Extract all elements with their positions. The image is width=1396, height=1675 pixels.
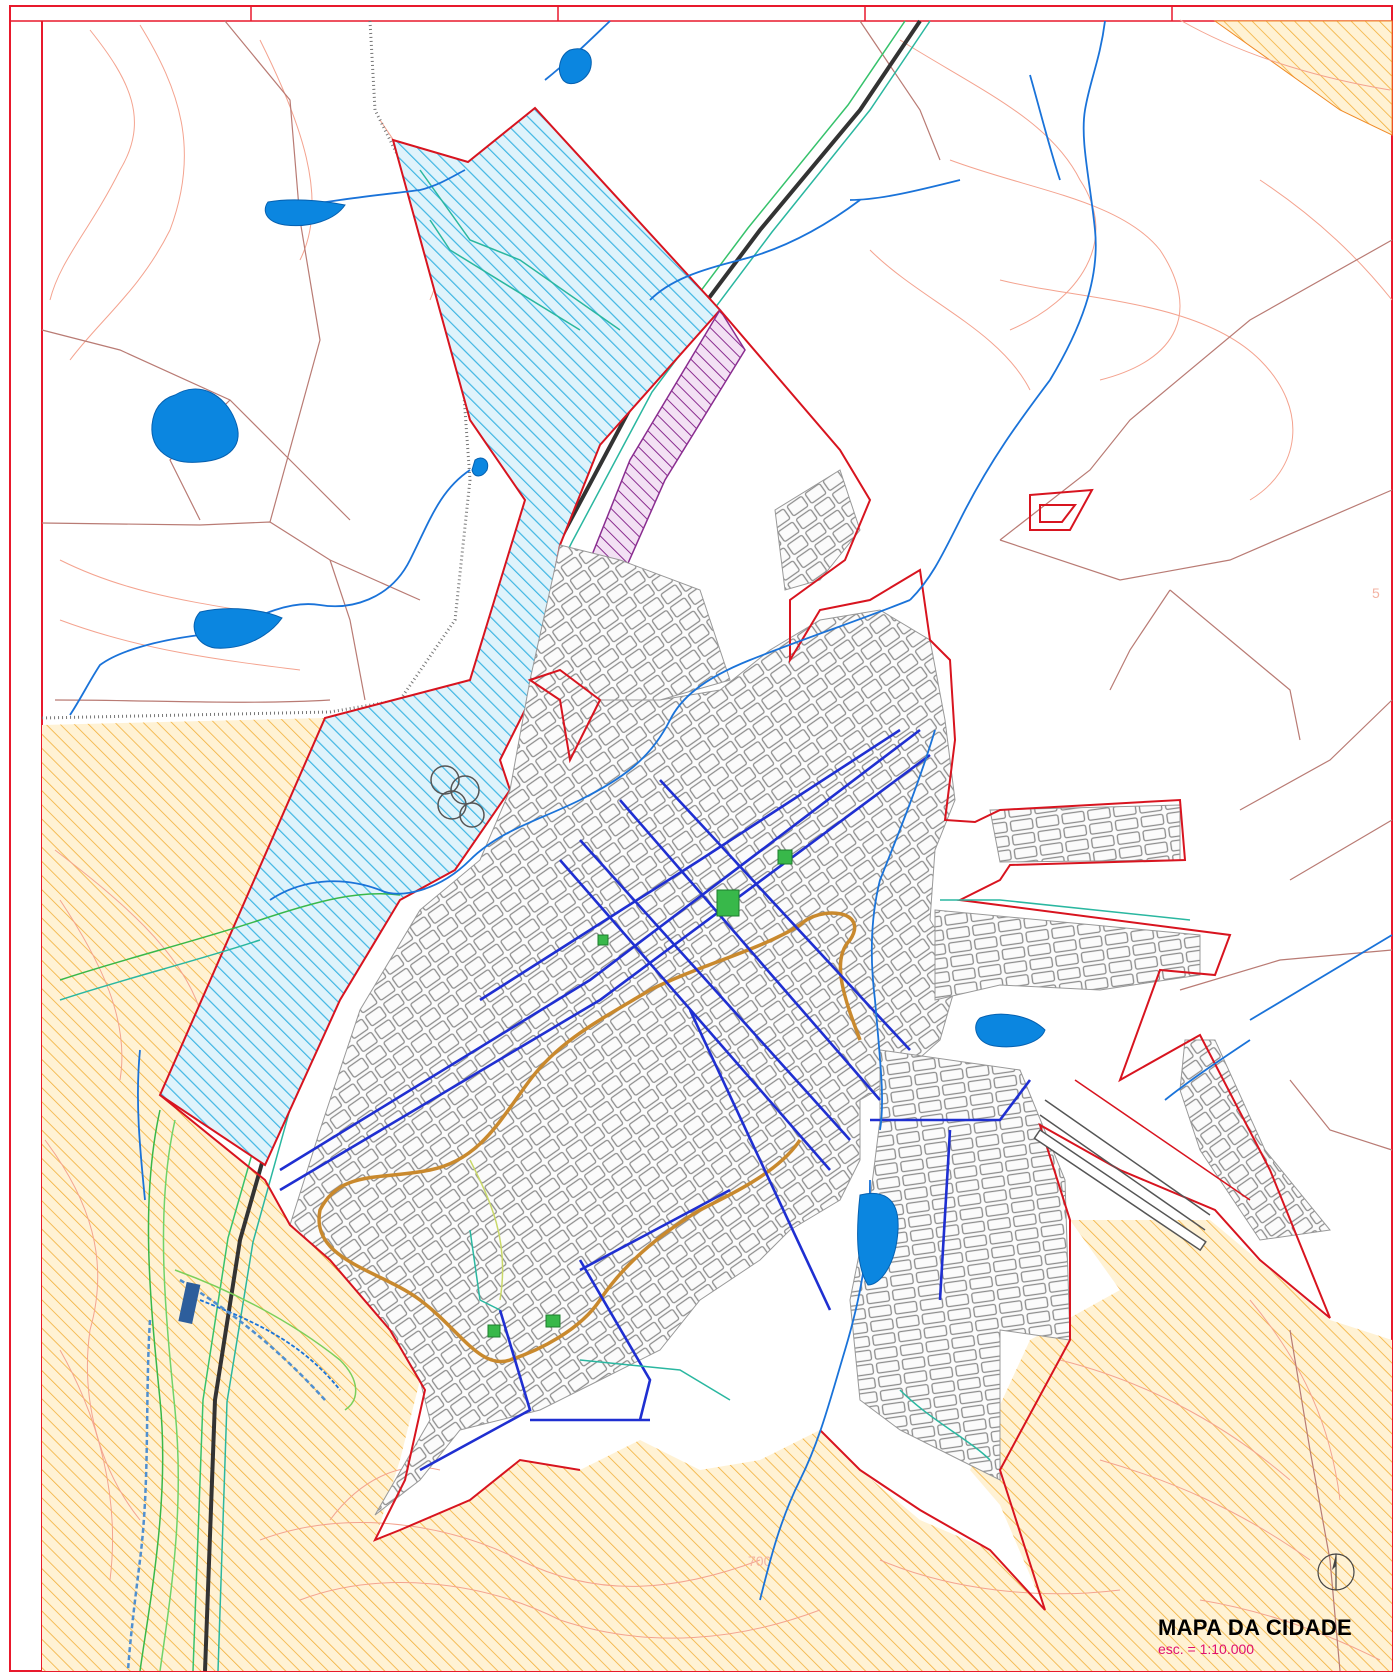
reservoir <box>178 1281 201 1324</box>
ring-road <box>317 911 862 1364</box>
north-arrow-icon <box>1317 1553 1355 1591</box>
lake-north-west <box>264 199 346 227</box>
water-bodies <box>151 48 1046 1286</box>
main-avenues <box>279 728 1032 1472</box>
rural-roads <box>41 20 1393 1672</box>
green-infrastructure <box>59 169 1191 1672</box>
map-title: MAPA DA CIDADE <box>1157 1615 1352 1640</box>
contour-label-700: 700 <box>748 1553 772 1569</box>
urban-blocks-isolated <box>774 469 861 591</box>
rural-zone-northeast <box>1213 20 1393 136</box>
lake-east <box>975 1013 1046 1048</box>
streams <box>69 20 1393 1672</box>
park-squares <box>487 849 793 1338</box>
lake-central-south <box>857 1192 899 1286</box>
lake-north <box>559 48 592 85</box>
map-title-block: MAPA DA CIDADE esc. = 1:10.000 <box>1158 1615 1352 1657</box>
urban-blocks-northeast <box>989 804 1181 863</box>
rural-zone-south <box>42 718 1392 1671</box>
contour-label-5: 5 <box>1372 585 1380 601</box>
map-scale: esc. = 1:10.000 <box>1157 1641 1255 1657</box>
lake-small-north <box>471 457 489 477</box>
airstrip <box>1033 1079 1251 1252</box>
railway-interchange <box>430 765 485 828</box>
lake-large-west <box>151 388 239 463</box>
lake-west-south <box>193 608 283 649</box>
urban-blocks-east <box>934 909 1201 1001</box>
